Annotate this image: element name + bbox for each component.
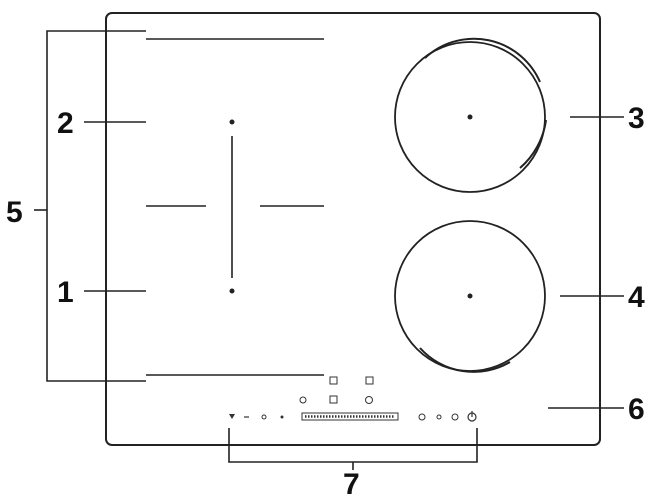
- slider-control[interactable]: [301, 412, 399, 421]
- lock-icon: [229, 414, 235, 419]
- keep-warm-icon: [436, 414, 442, 420]
- plus-icon: [418, 413, 426, 421]
- zone-3-heat-indicator-arc: [424, 37, 541, 83]
- label-hob-surface: 6: [628, 393, 645, 426]
- label-zone-1: 1: [57, 276, 74, 309]
- flex-zone-icon: [329, 376, 338, 385]
- zone-4-heat-indicator-arc: [419, 347, 511, 373]
- timer-minus-icon: [261, 414, 267, 420]
- pause-icon: [329, 395, 338, 404]
- cooking-zone-4: [394, 220, 546, 373]
- label-zone-2: 2: [57, 107, 74, 140]
- zone-4-center-dot: [467, 293, 473, 299]
- zone-3-heat-indicator-arc-lower: [519, 119, 547, 169]
- flex-zone-divider-top-dot: [229, 119, 235, 125]
- cooking-zone-3: [394, 37, 547, 193]
- bridge-icon: [365, 376, 374, 385]
- timer-plus-icon: [280, 415, 284, 419]
- leader-lines: [34, 30, 624, 470]
- flex-zone-markings: [146, 38, 324, 376]
- label-zone-4: 4: [628, 281, 645, 314]
- label-flex-zone: 5: [6, 196, 23, 229]
- zone-3-center-dot: [467, 114, 473, 120]
- hob-glass-outline: [105, 12, 601, 446]
- timer-icon: [365, 396, 373, 404]
- power-boost-icon: [299, 396, 307, 404]
- stop-go-icon: [451, 413, 459, 421]
- label-zone-3: 3: [628, 102, 645, 135]
- flex-zone-bracket: [46, 30, 146, 382]
- label-control-panel: 7: [343, 468, 360, 498]
- flex-zone-divider-bottom-dot: [229, 288, 235, 294]
- control-panel: [229, 376, 477, 422]
- zone-3-ring: [394, 41, 546, 193]
